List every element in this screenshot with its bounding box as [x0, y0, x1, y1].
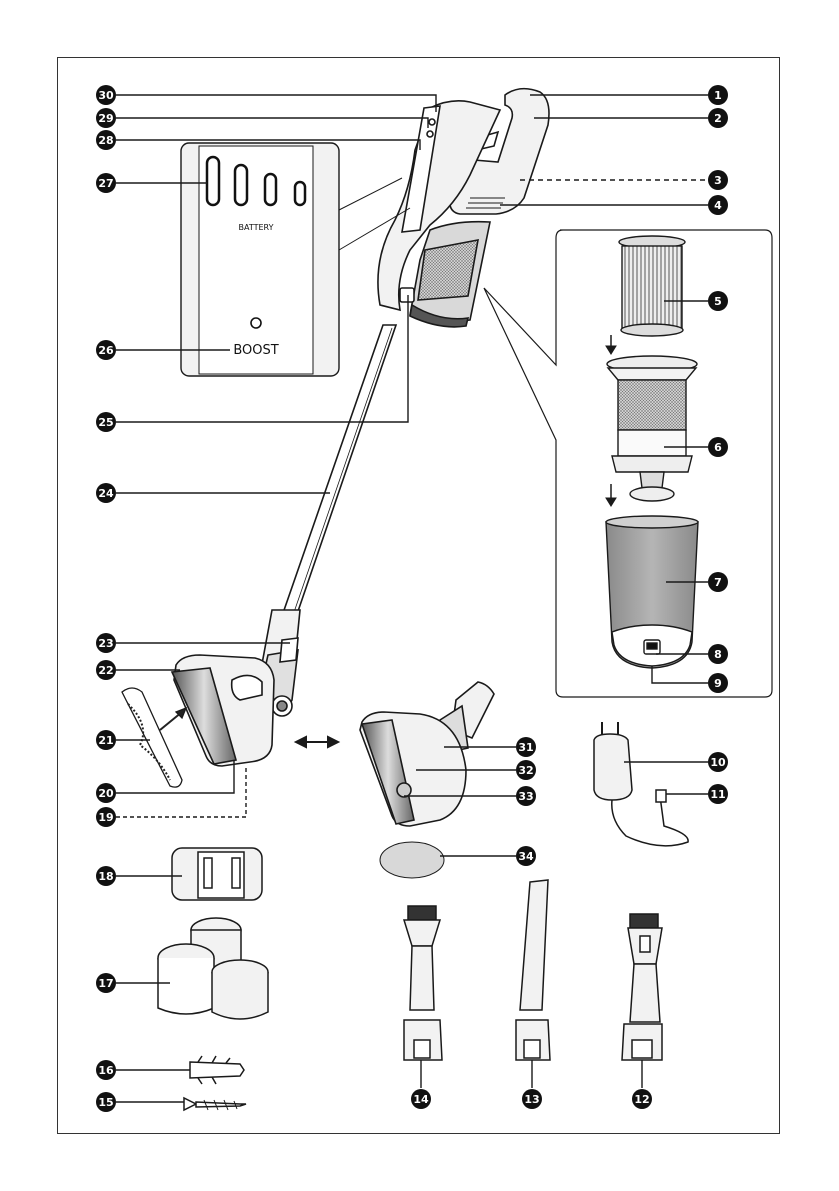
svg-text:17: 17 [98, 977, 113, 990]
svg-text:5: 5 [714, 295, 722, 308]
brush-roller [122, 688, 186, 787]
boost-indicator [251, 318, 261, 328]
callout-11: 11 [708, 784, 728, 804]
svg-text:10: 10 [710, 756, 726, 769]
battery-level-bar-3 [265, 174, 276, 205]
svg-text:23: 23 [98, 637, 113, 650]
svg-text:15: 15 [98, 1096, 113, 1109]
svg-text:19: 19 [98, 811, 113, 824]
svg-text:32: 32 [518, 764, 533, 777]
charger [594, 722, 688, 846]
svg-text:27: 27 [98, 177, 113, 190]
battery-level-bar-4 [295, 182, 305, 205]
svg-text:4: 4 [714, 199, 722, 212]
svg-text:21: 21 [98, 734, 113, 747]
pleated-filter [619, 236, 685, 336]
svg-text:2: 2 [714, 112, 722, 125]
callout-19: 19 [96, 807, 116, 827]
svg-text:28: 28 [98, 134, 113, 147]
svg-text:6: 6 [714, 441, 722, 454]
callout-32: 32 [516, 760, 536, 780]
callout-25: 25 [96, 412, 116, 432]
callout-8: 8 [708, 644, 728, 664]
svg-text:30: 30 [98, 89, 114, 102]
callout-23: 23 [96, 633, 116, 653]
callout-6: 6 [708, 437, 728, 457]
battery-label: BATTERY [239, 223, 274, 232]
hard-floor-head [360, 682, 494, 878]
svg-text:1: 1 [714, 89, 722, 102]
svg-text:11: 11 [710, 788, 725, 801]
callout-14: 14 [411, 1089, 431, 1109]
callout-13: 13 [522, 1089, 542, 1109]
callout-10: 10 [708, 752, 728, 772]
svg-text:34: 34 [518, 850, 534, 863]
filter-panel [484, 230, 772, 697]
combination-tool [622, 914, 662, 1060]
callout-17: 17 [96, 973, 116, 993]
callout-4: 4 [708, 195, 728, 215]
callout-22: 22 [96, 660, 116, 680]
callout-31: 31 [516, 737, 536, 757]
callout-34: 34 [516, 846, 536, 866]
callout-30: 30 [96, 85, 116, 105]
callout-21: 21 [96, 730, 116, 750]
floor-brush-head [172, 655, 274, 766]
callout-29: 29 [96, 108, 116, 128]
callout-16: 16 [96, 1060, 116, 1080]
battery-panel: BATTERY BOOST [181, 143, 410, 376]
boost-label: BOOST [233, 343, 278, 358]
screw [184, 1098, 246, 1110]
callout-28: 28 [96, 130, 116, 150]
callout-24: 24 [96, 483, 116, 503]
callout-27: 27 [96, 173, 116, 193]
callout-1: 1 [708, 85, 728, 105]
svg-text:3: 3 [714, 174, 722, 187]
svg-text:8: 8 [714, 648, 722, 661]
callout-15: 15 [96, 1092, 116, 1112]
svg-text:9: 9 [714, 677, 722, 690]
svg-text:12: 12 [634, 1093, 649, 1106]
svg-text:22: 22 [98, 664, 113, 677]
svg-text:16: 16 [98, 1064, 114, 1077]
callout-3: 3 [708, 170, 728, 190]
callout-20: 20 [96, 783, 116, 803]
callout-9: 9 [708, 673, 728, 693]
svg-text:18: 18 [98, 870, 113, 883]
callout-18: 18 [96, 866, 116, 886]
callout-33: 33 [516, 786, 536, 806]
svg-text:33: 33 [518, 790, 533, 803]
callout-26: 26 [96, 340, 116, 360]
callout-7: 7 [708, 572, 728, 592]
svg-text:24: 24 [98, 487, 114, 500]
svg-text:14: 14 [413, 1093, 429, 1106]
crevice-tool [516, 880, 550, 1060]
callout-2: 2 [708, 108, 728, 128]
svg-text:20: 20 [98, 787, 114, 800]
storage-cups [158, 918, 268, 1019]
brush-tool [404, 906, 442, 1060]
callout-12: 12 [632, 1089, 652, 1109]
svg-text:26: 26 [98, 344, 114, 357]
callout-5: 5 [708, 291, 728, 311]
svg-text:7: 7 [714, 576, 722, 589]
svg-text:31: 31 [518, 741, 533, 754]
svg-text:29: 29 [98, 112, 113, 125]
wall-plug [190, 1056, 244, 1084]
battery-level-bar-1 [207, 157, 219, 205]
battery-level-bar-2 [235, 165, 247, 205]
svg-text:13: 13 [524, 1093, 539, 1106]
wall-bracket [172, 848, 262, 900]
interchange-arrow [296, 737, 338, 747]
svg-text:25: 25 [98, 416, 113, 429]
dust-bin [606, 516, 698, 668]
